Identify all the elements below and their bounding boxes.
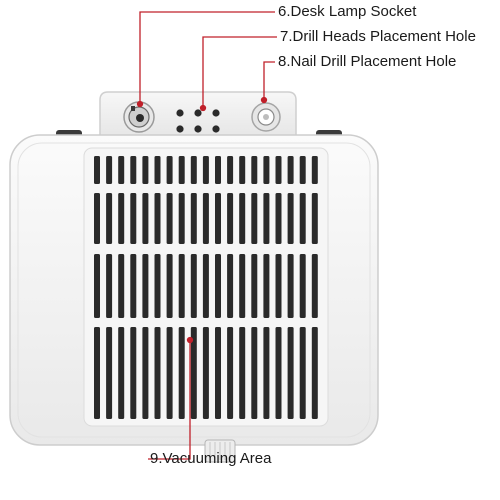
grille-slot xyxy=(142,254,149,318)
grille-slot xyxy=(118,193,125,244)
grille-slot xyxy=(251,327,258,419)
grille-slot xyxy=(287,327,294,419)
grille-slot xyxy=(154,193,161,244)
bottom-knob xyxy=(204,439,236,463)
grille-slot xyxy=(166,156,173,184)
grille-slot xyxy=(106,254,113,318)
grille-slot xyxy=(94,156,100,184)
grille-slot xyxy=(190,193,197,244)
grille-slot xyxy=(190,156,197,184)
grille-slot xyxy=(275,327,282,419)
grille-slot xyxy=(166,327,173,419)
grille-slot xyxy=(106,327,113,419)
grille-slot xyxy=(299,327,306,419)
grille-slot xyxy=(166,254,173,318)
grille-slot xyxy=(154,156,161,184)
grille-slot xyxy=(166,193,173,244)
grille-slot xyxy=(215,327,221,419)
callout-vacuuming-area: 9.Vacuuming Area xyxy=(150,450,272,467)
grille-slot xyxy=(130,327,137,419)
grille-slot xyxy=(311,327,318,419)
grille-slot xyxy=(227,327,234,419)
grille-slot xyxy=(142,193,149,244)
grille-slot xyxy=(94,193,100,244)
leader-line-6 xyxy=(139,11,275,104)
grille-slot xyxy=(263,254,270,318)
grille-slot xyxy=(130,254,137,318)
grille-slot xyxy=(239,327,246,419)
grille-slot xyxy=(215,254,221,318)
grille-slot xyxy=(299,156,306,184)
grille-slot xyxy=(263,193,270,244)
grille-slot xyxy=(130,193,137,244)
device-body-inner xyxy=(17,142,371,438)
grille-slot xyxy=(202,254,209,318)
grille-slot xyxy=(202,193,209,244)
grille-slot xyxy=(154,254,161,318)
grille-slot xyxy=(118,254,125,318)
grille-slot xyxy=(142,327,149,419)
grille-slot xyxy=(227,193,234,244)
leader-dot-6 xyxy=(136,100,144,108)
grille-slot xyxy=(130,156,137,184)
grille-slot xyxy=(202,327,209,419)
leader-dot-7 xyxy=(199,104,207,112)
grille-slot xyxy=(239,193,246,244)
drill-heads-placement-holes-icon xyxy=(176,109,220,133)
leader-line-9 xyxy=(148,340,191,460)
grille-slot xyxy=(190,254,197,318)
grille-slot xyxy=(311,254,318,318)
grille-slot xyxy=(287,254,294,318)
grille-slot xyxy=(287,193,294,244)
leader-line-8 xyxy=(263,61,275,100)
grille-slot xyxy=(118,327,125,419)
desk-lamp-socket-icon xyxy=(123,101,155,133)
grille-slot xyxy=(251,193,258,244)
callout-nail-drill-placement-hole: 8.Nail Drill Placement Hole xyxy=(278,53,457,70)
grille-slot xyxy=(299,193,306,244)
grille-slot xyxy=(275,156,282,184)
grille-slot xyxy=(263,327,270,419)
grille-slot xyxy=(154,327,161,419)
grille-slot xyxy=(142,156,149,184)
grille-slot xyxy=(94,327,100,419)
grille-slot xyxy=(311,156,318,184)
grille-slot xyxy=(106,156,113,184)
grille-slot xyxy=(299,254,306,318)
grille-slot xyxy=(202,156,209,184)
callout-desk-lamp-socket: 6.Desk Lamp Socket xyxy=(278,3,417,20)
leader-dot-8 xyxy=(260,96,268,104)
grille-slot xyxy=(178,156,185,184)
grille-slot xyxy=(94,254,100,318)
grille-slot xyxy=(275,254,282,318)
grille-slot xyxy=(178,193,185,244)
grille-slot xyxy=(106,193,113,244)
leader-dot-9 xyxy=(186,336,194,344)
grille-slot xyxy=(251,156,258,184)
grille-slot xyxy=(239,156,246,184)
grille-slot xyxy=(275,193,282,244)
grille-slot xyxy=(215,156,221,184)
grille-slot xyxy=(251,254,258,318)
vacuum-grille xyxy=(94,156,318,419)
callout-drill-heads-placement-hole: 7.Drill Heads Placement Hole xyxy=(280,28,476,45)
grille-slot xyxy=(190,327,197,419)
grille-slot xyxy=(215,193,221,244)
grille-slot xyxy=(239,254,246,318)
grille-slot xyxy=(118,156,125,184)
grille-slot xyxy=(227,156,234,184)
nail-drill-placement-hole-icon xyxy=(251,102,281,132)
grille-slot xyxy=(178,254,185,318)
leader-line-7 xyxy=(202,36,277,108)
grille-slot xyxy=(263,156,270,184)
grille-slot xyxy=(178,327,185,419)
grille-slot xyxy=(311,193,318,244)
grille-slot xyxy=(287,156,294,184)
grille-slot xyxy=(227,254,234,318)
